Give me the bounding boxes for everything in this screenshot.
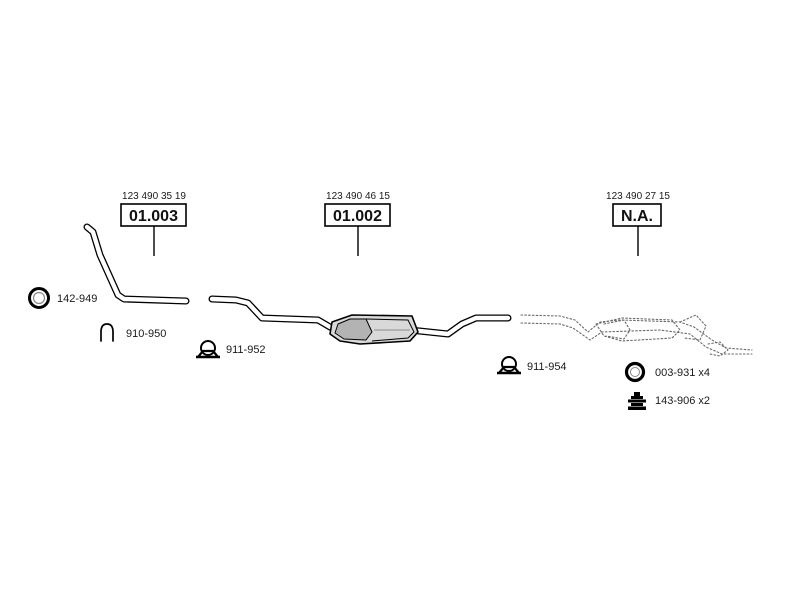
clamp-item-911-952[interactable]: 911-952 [196,340,266,359]
front-pipe[interactable] [83,223,190,305]
rear-silencer-ref-number: 123 490 27 15 [606,191,670,202]
front-pipe-callout[interactable]: 123 490 35 19 01.003 [120,191,187,256]
gasket-ring-label: 142-949 [57,293,97,305]
rubber-ring-icon [624,361,646,383]
rubber-mount-icon [628,392,646,410]
front-pipe-ref-number: 123 490 35 19 [122,191,186,202]
u-bolt-label: 910-950 [126,328,166,340]
clamp-icon [497,356,521,375]
clamp-icon [196,340,220,359]
u-bolt-icon [100,323,114,342]
middle-silencer-callout[interactable]: 123 490 46 15 01.002 [324,191,391,256]
middle-silencer-code: 01.002 [333,208,382,225]
rear-silencer-callout[interactable]: 123 490 27 15 N.A. [606,191,670,256]
rear-silencer-dotted[interactable] [520,314,753,357]
middle-silencer-ref-number: 123 490 46 15 [326,191,390,202]
clamp-label-911-954: 911-954 [527,361,567,373]
front-pipe-code: 01.003 [129,208,178,225]
middle-silencer[interactable] [208,295,512,345]
rubber-ring-item[interactable]: 003-931 x4 [624,361,711,383]
rear-silencer-code: N.A. [621,208,653,225]
rubber-mount-label: 143-906 x2 [655,395,710,407]
clamp-label-911-952: 911-952 [226,344,266,356]
clamp-item-911-954[interactable]: 911-954 [497,356,567,375]
rubber-ring-label: 003-931 x4 [655,367,710,379]
gasket-ring-item[interactable]: 142-949 [28,287,98,309]
ring-gasket-icon [28,287,50,309]
u-bolt-item[interactable]: 910-950 [100,323,166,342]
rear-silencer-code-box [612,203,662,227]
rubber-mount-item[interactable]: 143-906 x2 [628,392,710,410]
